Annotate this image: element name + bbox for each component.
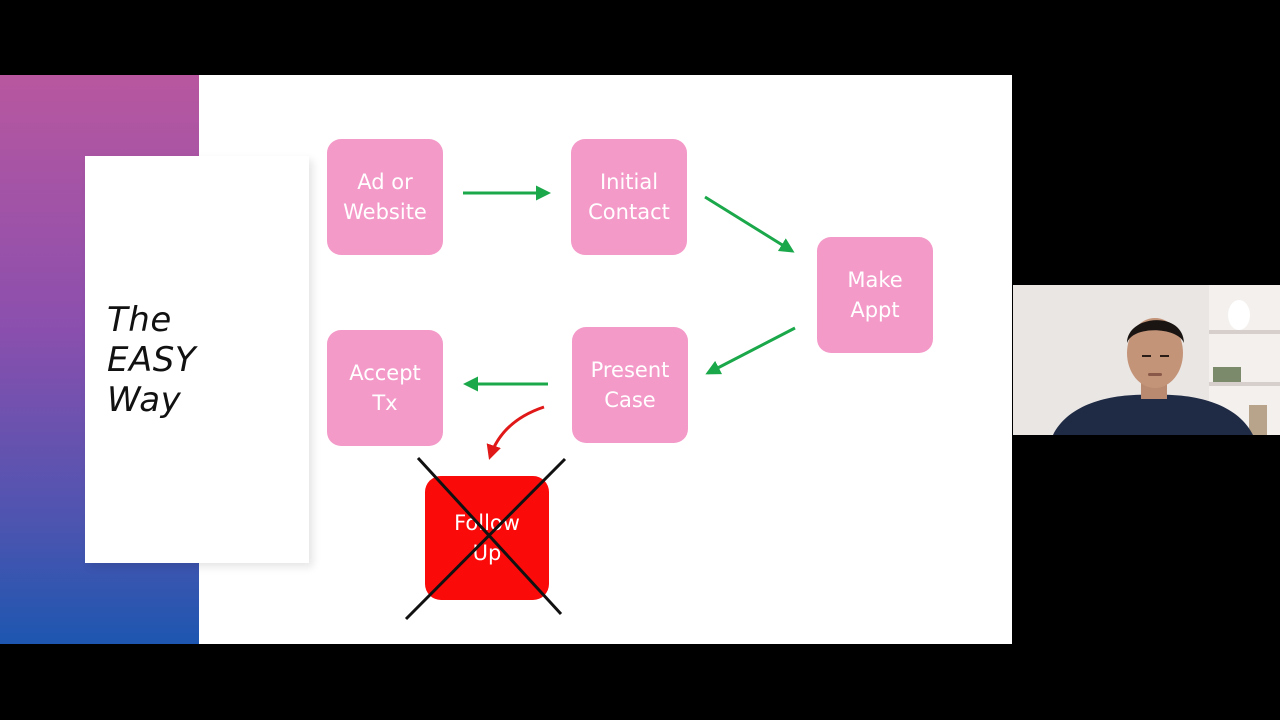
step-ad-line-2: Website bbox=[343, 200, 427, 224]
step-ad-or-website: Ad or Website bbox=[327, 139, 443, 255]
webcam-feed bbox=[1013, 285, 1280, 435]
cross-out-mark bbox=[404, 456, 567, 621]
step-initial-line-2: Contact bbox=[588, 200, 670, 224]
step-accept-line-1: Accept bbox=[349, 361, 421, 385]
flow-arrows bbox=[463, 185, 796, 460]
step-appt-line-1: Make bbox=[847, 268, 903, 292]
step-present-case: Present Case bbox=[572, 327, 688, 443]
step-accept-line-2: Tx bbox=[372, 391, 398, 415]
title-card: The EASY Way bbox=[85, 156, 309, 563]
title-line-3: Way bbox=[107, 380, 182, 420]
step-ad-line-1: Ad or bbox=[357, 170, 413, 194]
step-appt-line-2: Appt bbox=[850, 298, 900, 322]
title-line-2: EASY bbox=[107, 340, 197, 380]
presentation-slide: The EASY Way Ad or Website Initial Conta… bbox=[0, 75, 1012, 644]
step-present-line-2: Case bbox=[604, 388, 656, 412]
step-present-line-1: Present bbox=[590, 358, 670, 382]
step-make-appt: Make Appt bbox=[817, 237, 933, 353]
slide-title: The EASY Way bbox=[107, 300, 196, 420]
step-accept-tx: Accept Tx bbox=[327, 330, 443, 446]
step-initial-line-1: Initial bbox=[599, 170, 659, 194]
arrow-appt-to-present bbox=[705, 326, 796, 375]
step-initial-contact: Initial Contact bbox=[571, 139, 687, 255]
arrow-initial-to-appt bbox=[704, 195, 795, 253]
title-line-1: The bbox=[107, 300, 172, 340]
arrow-present-to-followup bbox=[486, 405, 545, 460]
person-video-icon bbox=[1013, 285, 1280, 435]
